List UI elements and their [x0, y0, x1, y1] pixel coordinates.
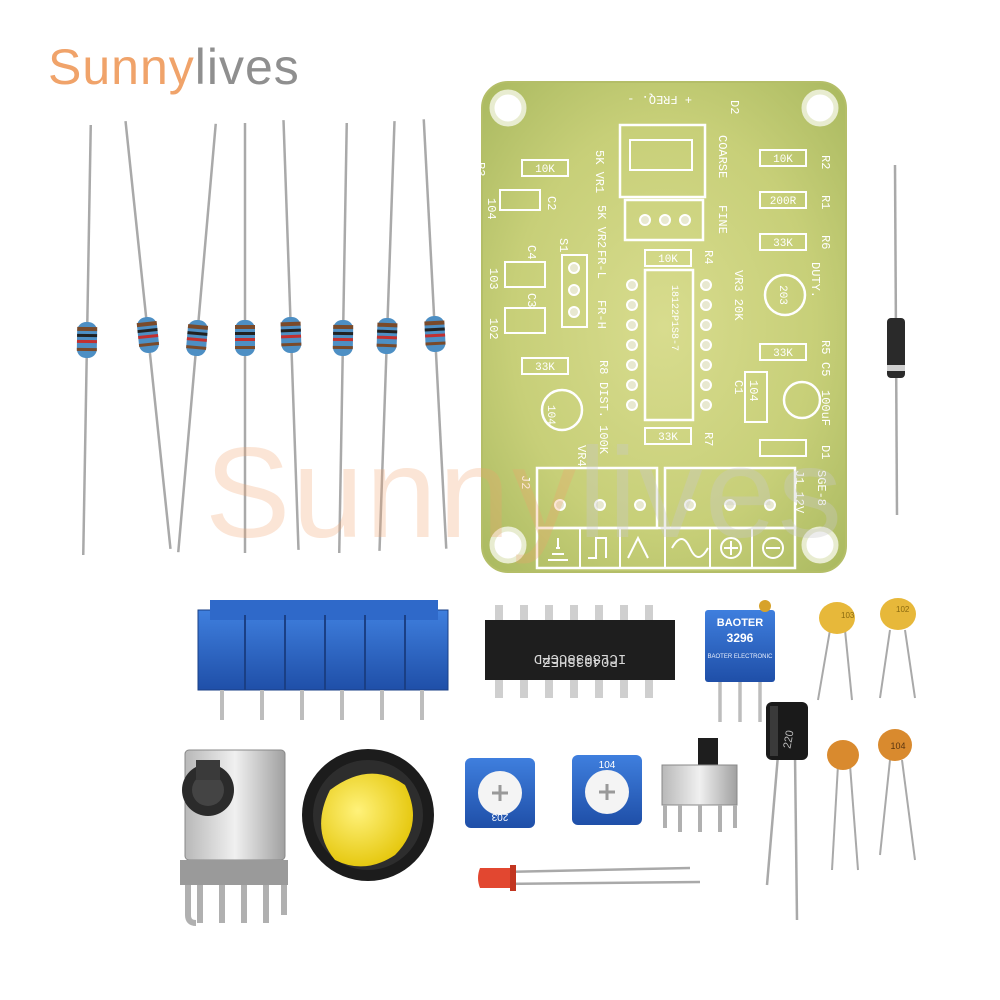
pcb-c2-val: 104: [484, 198, 498, 220]
pcb-r6-label: R6: [818, 235, 832, 249]
pcb-r1-val: 200R: [770, 196, 797, 208]
pcb-c4-label: C4: [524, 245, 538, 259]
ic-chip: ICL8038CCPD P0403SHEZ: [485, 605, 675, 698]
pcb-vr4-label: VR4: [574, 445, 588, 467]
ceramic-capacitor: 103: [817, 602, 855, 701]
pcb-c3-label: C3: [524, 293, 538, 307]
pcb-vr1-label: 5K VR1: [592, 150, 606, 193]
pcb-vr4-val: 104: [544, 405, 556, 425]
pcb-ic-text: 18122P1S8-7: [668, 285, 679, 351]
brand-logo-part2: lives: [194, 39, 300, 95]
pcb-c3-val: 102: [486, 318, 500, 340]
ceramic-label-b: 102: [896, 605, 910, 614]
chip-line1: ICL8038CCPD: [534, 650, 626, 666]
pcb-c5-label: C5: [818, 362, 832, 376]
pcb-r8-label: R8: [596, 360, 610, 374]
pcb-r7-val: 33K: [658, 432, 678, 444]
resistor: [71, 123, 103, 557]
pcb-fine-label: FINE: [715, 205, 729, 234]
rotary-potentiometer: [180, 749, 288, 926]
electrolytic-label: 220: [782, 729, 797, 749]
slide-switch: [661, 738, 738, 832]
red-led: [478, 865, 701, 891]
pcb-r2-val: 10K: [773, 154, 793, 166]
pcb-c1-val: 104: [746, 380, 760, 402]
pcb-r5-label: R5: [818, 340, 832, 354]
trimmer-pot: 104: [572, 755, 642, 825]
pcb-r4-label: R4: [701, 250, 715, 264]
ceramic-label-a: 103: [841, 611, 855, 620]
pcb-frl-label: FR-L: [594, 250, 608, 279]
pcb-s1-label: S1: [556, 238, 570, 252]
pcb-r8-val: 33K: [535, 362, 555, 374]
pcb-c5-val: 100uF: [818, 390, 832, 426]
electrolytic-capacitor: 220: [765, 702, 808, 921]
watermark-part1: Sunny: [205, 422, 578, 565]
pcb-r1-label: R1: [818, 195, 832, 209]
pcb-d1-label: D1: [818, 445, 832, 459]
pcb-c1-label: C1: [731, 380, 745, 394]
pcb-board: + FREQ. - 5K VR1 COARSE FINE 5K VR2 D2 R…: [473, 81, 847, 573]
brand-logo-part1: Sunny: [48, 39, 195, 95]
pcb-r5-val: 33K: [773, 348, 793, 360]
resistor: [114, 118, 182, 552]
brand-logo: Sunnylives: [48, 38, 300, 96]
pcb-c2-label: C2: [544, 196, 558, 210]
terminal-block: [197, 600, 449, 720]
pcb-vr3-val: 203: [776, 285, 788, 305]
pcb-vr3-label: VR3 20K: [731, 270, 745, 321]
pcb-r3-val: 10K: [535, 164, 555, 176]
pcb-vr2-label: 5K VR2: [594, 205, 608, 248]
ceramic-capacitor: 102: [879, 598, 916, 699]
pcb-sge-label: SGE-8: [814, 470, 828, 506]
trimmer-pot: 203: [465, 758, 535, 828]
pcb-c4-val: 103: [486, 268, 500, 290]
pot-label-left: 203: [491, 811, 508, 822]
ceramic-capacitor: [827, 740, 859, 871]
pcb-freq-label: + FREQ. -: [627, 92, 692, 106]
knob: [302, 749, 434, 881]
pcb-d2-label: D2: [727, 100, 741, 114]
ceramic-capacitor: 104: [878, 729, 916, 861]
trimmer-sub: BAOTER ELECTRONIC: [707, 654, 773, 660]
pot-label-right: 104: [599, 760, 616, 771]
pcb-r7-label: R7: [701, 432, 715, 446]
ceramic-label-c: 104: [890, 741, 905, 751]
pcb-r3-label: R3: [473, 162, 487, 176]
trimmer-model: 3296: [727, 631, 754, 645]
pcb-duty-label: DUTY.: [808, 262, 822, 298]
chip-line2: P0403SHEZ: [542, 653, 618, 669]
multiturn-trimmer: BAOTER 3296 BAOTER ELECTRONIC: [705, 600, 775, 722]
pcb-r4-val: 10K: [658, 254, 678, 266]
pcb-frh-label: FR-H: [594, 300, 608, 329]
pcb-j2-label: J2: [518, 475, 532, 489]
diode: [887, 164, 905, 516]
pcb-coarse-label: COARSE: [715, 135, 729, 178]
trimmer-brand: BAOTER: [717, 617, 764, 629]
pcb-r2-label: R2: [818, 155, 832, 169]
watermark: Sunnylives: [205, 420, 844, 567]
watermark-part2: lives: [577, 422, 844, 565]
pcb-dist-label: DIST. 100K: [596, 382, 610, 455]
pcb-r6-val: 33K: [773, 238, 793, 250]
